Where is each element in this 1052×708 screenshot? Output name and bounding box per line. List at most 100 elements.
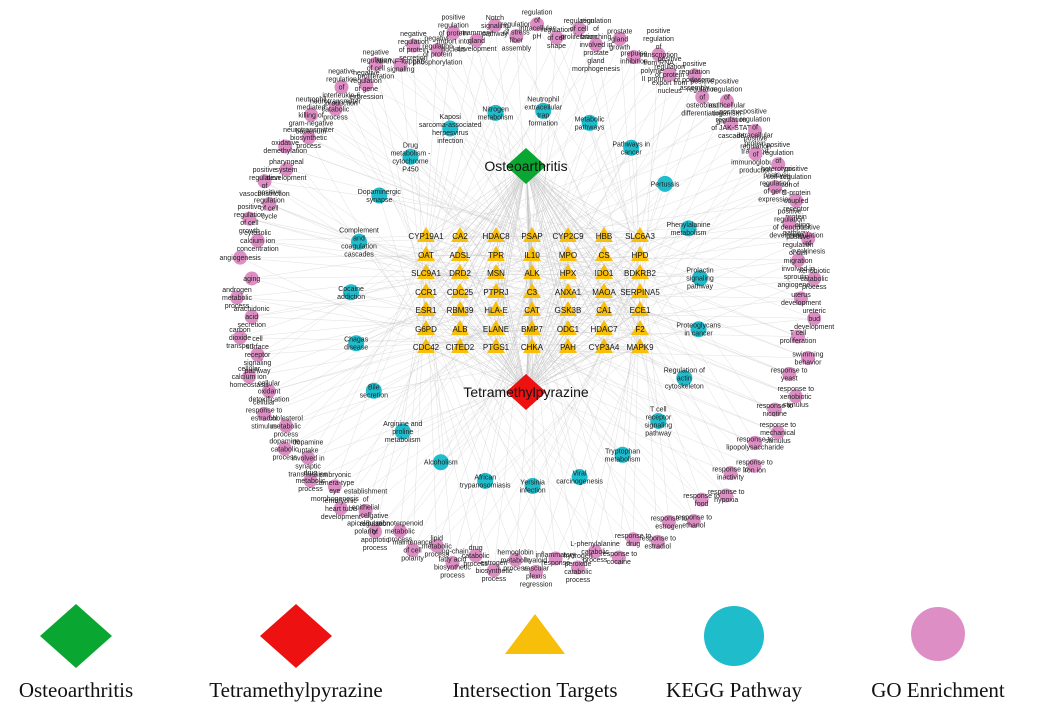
edge [264, 272, 641, 415]
target-label: G6PD [415, 325, 437, 334]
target-node-adsl: ADSL [450, 246, 471, 261]
edge [436, 291, 533, 546]
target-node-cs: CS [595, 246, 613, 261]
edge [531, 54, 659, 311]
go-term-circle-icon [771, 157, 786, 172]
edge [240, 257, 427, 348]
target-node-ccr1: CCR1 [415, 283, 437, 298]
edge [399, 328, 533, 531]
go-term-circle-icon [230, 290, 245, 305]
go-term-circle-icon [468, 548, 483, 563]
edge [531, 254, 809, 359]
edge [531, 235, 799, 337]
tetramethylpyrazine-diamond-icon [260, 604, 332, 668]
target-triangle-icon [523, 320, 541, 335]
edge [310, 254, 427, 481]
edge [436, 328, 641, 546]
go-term-circle-icon [529, 564, 544, 579]
go-term-circle-icon [233, 330, 248, 345]
edge [236, 297, 533, 348]
intersection-targets-triangle-icon [505, 614, 565, 654]
target-label: ANXA1 [555, 288, 582, 297]
target-node-c3: C3 [523, 283, 541, 298]
target-triangle-icon [559, 246, 577, 261]
edge [425, 25, 496, 293]
target-label: F2 [635, 325, 645, 334]
edge [639, 309, 790, 375]
target-label: HPX [560, 269, 577, 278]
go-term-circle-icon [650, 534, 665, 549]
target-node-ca1: CA1 [595, 301, 613, 316]
target-label: HDAC8 [482, 232, 510, 241]
target-triangle-icon [451, 246, 469, 261]
edge [495, 165, 527, 311]
edge [425, 187, 776, 311]
edge [425, 328, 495, 571]
target-triangle-icon [559, 283, 577, 298]
target-node-drd2: DRD2 [449, 264, 471, 279]
edge [286, 169, 641, 256]
kegg-pathway-circle-icon [571, 468, 588, 485]
edge [525, 165, 605, 330]
edge [264, 235, 533, 415]
go-term-circle-icon [748, 146, 763, 161]
edge [531, 164, 779, 330]
edge [531, 238, 809, 274]
legend-label-osteoarthritis: Osteoarthritis [18, 678, 134, 702]
target-node-bdkrb2: BDKRB2 [624, 264, 657, 279]
edge [257, 240, 533, 274]
go-term-label: angiogenesis [220, 255, 262, 262]
edge [425, 291, 802, 299]
target-node-alk: ALK [523, 264, 541, 279]
go-term-circle-icon [333, 501, 348, 516]
edge [531, 328, 778, 433]
kegg-pathway-circle-icon [676, 370, 693, 387]
go-term-circle-icon [327, 479, 342, 494]
edge [425, 235, 727, 496]
kegg-pathway-circle-icon [348, 335, 365, 352]
kegg-pathway-circle-icon [614, 446, 631, 463]
edge [425, 75, 695, 311]
edge [639, 235, 670, 522]
kegg-pathway-circle-icon [351, 233, 367, 250]
edge [639, 164, 779, 237]
go-term-circle-icon [807, 271, 822, 286]
go-term-circle-icon [445, 555, 460, 570]
target-node-f2: F2 [631, 320, 649, 335]
kegg-pathway-circle-icon [402, 148, 419, 165]
target-label: PTPRJ [483, 288, 508, 297]
go-term-circle-icon [791, 329, 806, 344]
edge [531, 122, 590, 311]
target-label: MPO [559, 251, 577, 260]
edge [440, 309, 641, 463]
target-node-alb: ALB [451, 320, 469, 335]
target-triangle-icon [523, 301, 541, 316]
edge [494, 25, 641, 237]
edge [556, 37, 641, 256]
